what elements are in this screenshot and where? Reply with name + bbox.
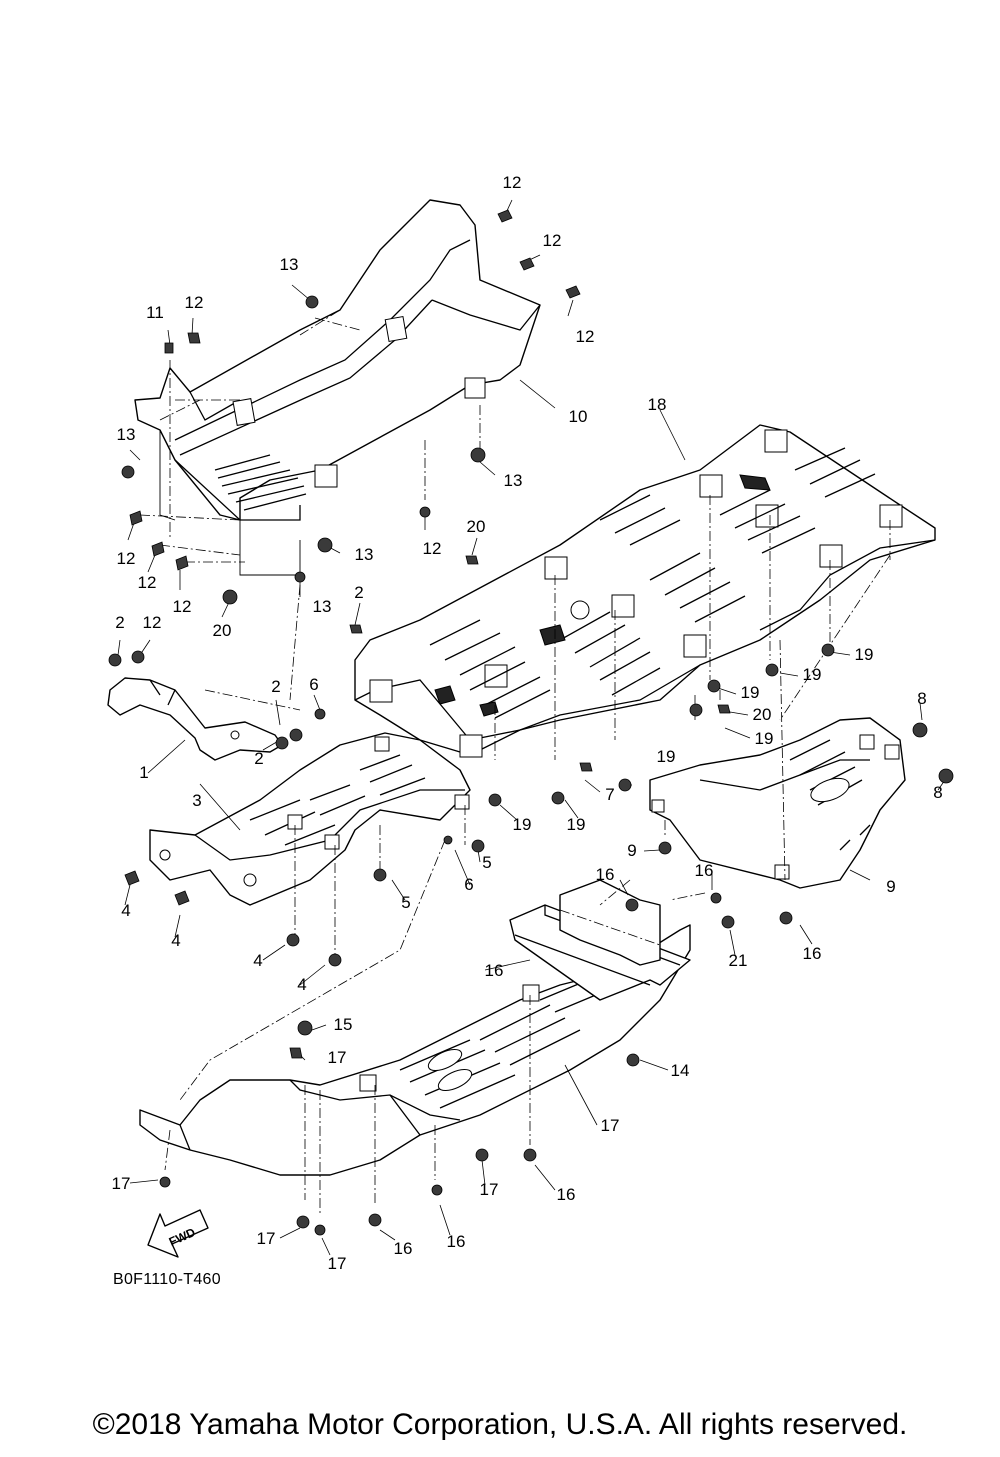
callout: 12 xyxy=(503,173,522,192)
callout: 6 xyxy=(309,675,318,694)
bracket-part-1 xyxy=(107,677,283,761)
callout: 20 xyxy=(467,517,486,536)
callout: 17 xyxy=(328,1048,347,1067)
callout: 13 xyxy=(280,255,299,274)
callout: 4 xyxy=(253,951,262,970)
skid-plate-part-18 xyxy=(354,424,936,758)
callout: 18 xyxy=(648,395,667,414)
callout: 5 xyxy=(482,853,491,872)
callout: 8 xyxy=(917,689,926,708)
callout: 19 xyxy=(803,665,822,684)
callout: 19 xyxy=(567,815,586,834)
callout: 17 xyxy=(601,1116,620,1135)
callout: 6 xyxy=(464,875,473,894)
callout: 19 xyxy=(755,729,774,748)
callout: 12 xyxy=(143,613,162,632)
callout: 3 xyxy=(192,791,201,810)
callout: 15 xyxy=(334,1015,353,1034)
fasteners xyxy=(108,209,954,1236)
callout: 20 xyxy=(753,705,772,724)
callout: 4 xyxy=(171,931,180,950)
callout: 16 xyxy=(803,944,822,963)
callout: 12 xyxy=(543,231,562,250)
callout: 9 xyxy=(886,877,895,896)
callout: 14 xyxy=(671,1061,690,1080)
callout: 11 xyxy=(146,303,164,322)
callout: 4 xyxy=(121,901,130,920)
callout: 17 xyxy=(257,1229,276,1248)
callout: 16 xyxy=(695,861,714,880)
callout: 2 xyxy=(271,677,280,696)
callout: 12 xyxy=(576,327,595,346)
callout: 12 xyxy=(138,573,157,592)
callout: 19 xyxy=(855,645,874,664)
callout: 17 xyxy=(480,1180,499,1199)
callout: 10 xyxy=(569,407,588,426)
callout: 16 xyxy=(447,1232,466,1251)
callout: 12 xyxy=(423,539,442,558)
callout: 17 xyxy=(112,1174,131,1193)
callout: 12 xyxy=(185,293,204,312)
callout: 2 xyxy=(254,749,263,768)
callout: 21 xyxy=(729,951,748,970)
callout: 16 xyxy=(596,865,615,884)
callout: 1 xyxy=(139,763,148,782)
callout: 12 xyxy=(117,549,136,568)
forward-arrow-icon: FWD xyxy=(147,1209,209,1258)
callout: 20 xyxy=(213,621,232,640)
skid-plate-part-7 xyxy=(649,717,906,889)
callout: 16 xyxy=(394,1239,413,1258)
callout: 8 xyxy=(933,783,942,802)
callout: 13 xyxy=(504,471,523,490)
callout: 12 xyxy=(173,597,192,616)
callout-labels: 12 12 12 13 11 12 10 13 18 13 12 12 13 1… xyxy=(112,173,943,1258)
copyright-notice: ©2018 Yamaha Motor Corporation, U.S.A. A… xyxy=(92,1408,908,1441)
callout: 19 xyxy=(513,815,532,834)
callout: 2 xyxy=(354,583,363,602)
callout: 5 xyxy=(401,893,410,912)
callout: 19 xyxy=(741,683,760,702)
callout: 7 xyxy=(605,785,614,804)
rear-plate-slots xyxy=(399,974,616,1109)
callout: 9 xyxy=(627,841,636,860)
drawing-code: B0F1110-T460 xyxy=(113,1271,221,1288)
callout: 13 xyxy=(355,545,374,564)
callout: 13 xyxy=(313,597,332,616)
callout: 16 xyxy=(557,1185,576,1204)
callout: 2 xyxy=(115,613,124,632)
callout: 16 xyxy=(485,961,504,980)
callout: 13 xyxy=(117,425,136,444)
assembly-lines xyxy=(139,309,891,1215)
exploded-parts-diagram: FWD 12 12 12 13 11 12 10 13 18 13 12 12 … xyxy=(107,173,954,1273)
footrest-grate xyxy=(214,454,307,511)
callout: 4 xyxy=(297,975,306,994)
callout: 17 xyxy=(328,1254,347,1273)
skid-plate-part-3 xyxy=(149,732,471,906)
callout: 19 xyxy=(657,747,676,766)
skid-plate-part-14 xyxy=(139,924,691,1176)
